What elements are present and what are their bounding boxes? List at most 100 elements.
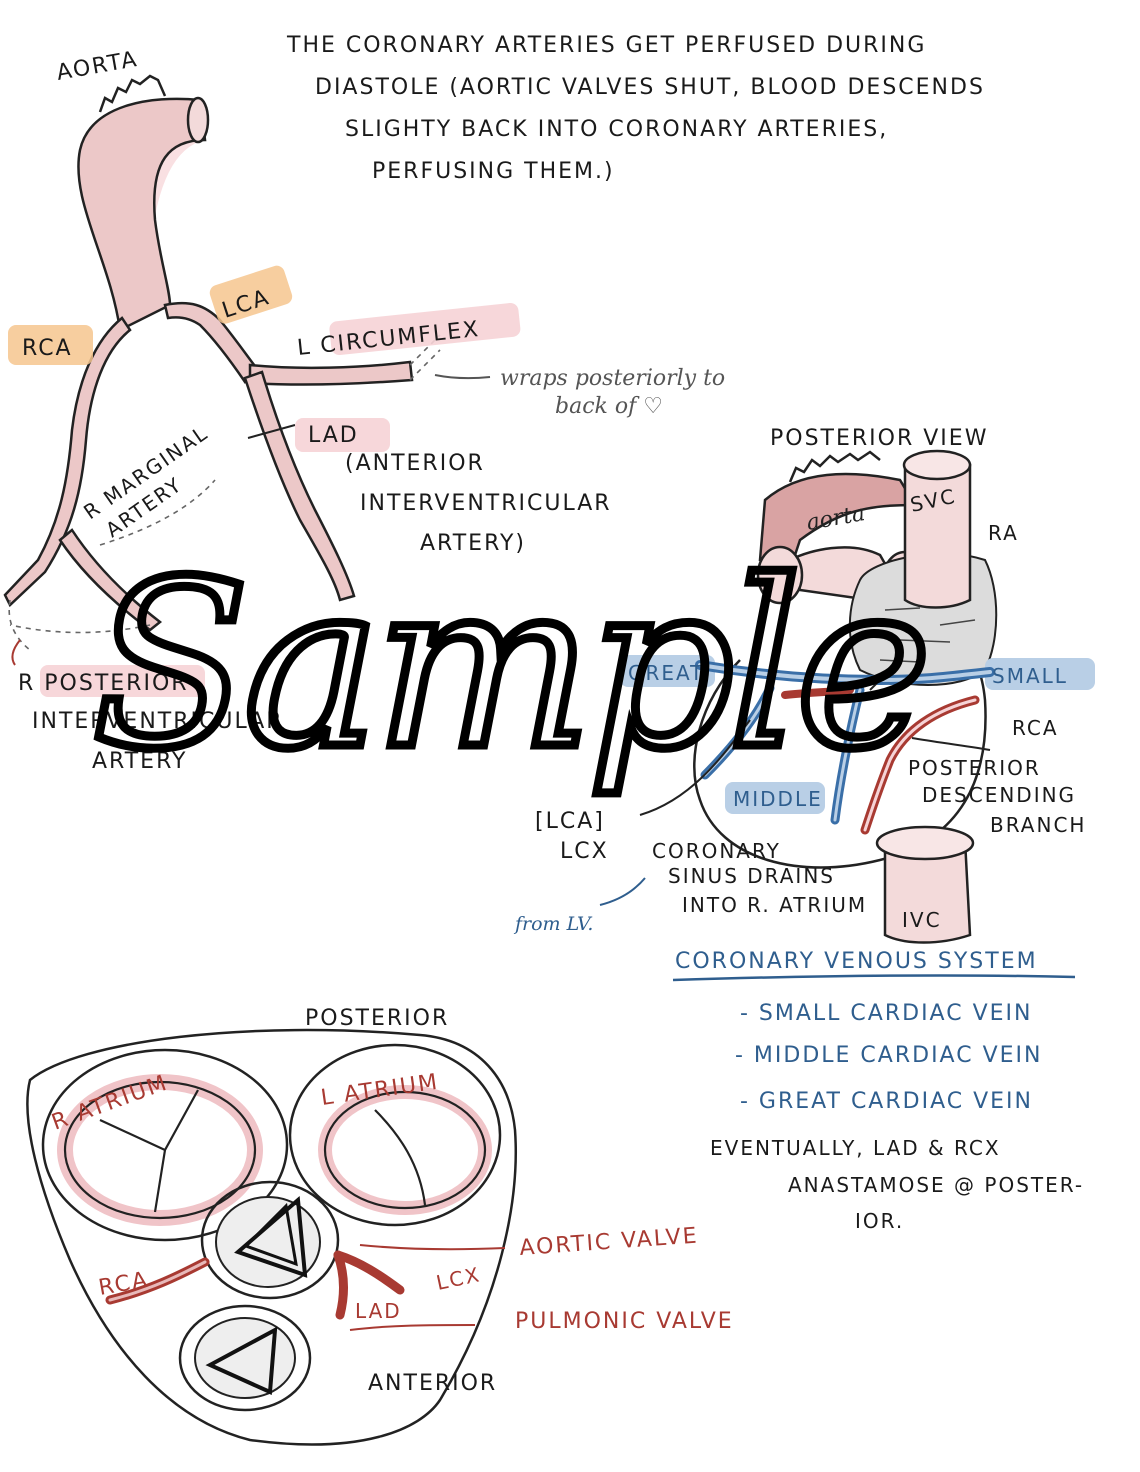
lca-highlight xyxy=(209,265,293,324)
valve-cross-section: POSTERIOR R ATRIUM L ATRIUM AORTIC VALVE xyxy=(26,1006,734,1446)
anastomose-line-1: EVENTUALLY, LAD & RCX xyxy=(710,1136,1001,1160)
venous-item-small: - SMALL CARDIAC VEIN xyxy=(740,1001,1032,1026)
aortic-arch xyxy=(77,97,207,332)
sinus-arrow xyxy=(869,664,896,691)
lad-pointer xyxy=(247,424,296,439)
lcx-pointer xyxy=(639,719,751,816)
ivc-opening xyxy=(875,825,975,861)
rca-label: RCA xyxy=(22,336,73,361)
anterior-coronary-tree xyxy=(3,74,491,666)
from-lv-pointer xyxy=(599,877,646,906)
pulmonic-valve-leaflets xyxy=(205,1326,278,1395)
middle-label: MIDDLE xyxy=(733,787,823,811)
mitral-leaflet xyxy=(374,1109,427,1206)
pdb-line-1: POSTERIOR xyxy=(908,756,1041,780)
venous-item-middle: - MIDDLE CARDIAC VEIN xyxy=(735,1043,1042,1068)
posterior-view: POSTERIOR VIEW xyxy=(513,426,1095,944)
circumflex-vessel xyxy=(248,360,414,386)
pulmonary-vessel-left xyxy=(756,545,804,605)
r-posterior-highlight xyxy=(40,665,205,697)
posterior-descending-core xyxy=(863,698,977,832)
aorta-branches xyxy=(98,74,167,113)
lad-section-artery xyxy=(333,1250,348,1320)
heart-base-outline xyxy=(26,1028,517,1446)
l-atrium-label: L ATRIUM xyxy=(319,1070,440,1111)
pdb-line-3: BRANCH xyxy=(990,813,1086,837)
from-lv-label: from LV. xyxy=(513,913,593,935)
venous-item-great: - GREAT CARDIAC VEIN xyxy=(740,1089,1033,1114)
ivc-label: IVC xyxy=(902,908,942,932)
venous-heading: CORONARY VENOUS SYSTEM xyxy=(675,949,1038,974)
sinus-line-1: CORONARY xyxy=(652,839,781,863)
ivc-vessel xyxy=(883,838,972,944)
rca-highlight xyxy=(8,325,93,365)
lad-highlight xyxy=(295,418,390,452)
wraps-note-line-1: wraps posteriorly to xyxy=(500,366,725,391)
mitral-valve xyxy=(323,1090,487,1210)
rca-pointer xyxy=(911,737,991,751)
middle-vein-core xyxy=(833,688,862,822)
lcx-artery xyxy=(781,686,854,699)
aorta-opening xyxy=(186,96,210,144)
small-highlight xyxy=(985,658,1095,690)
wraps-note-line-2: back of ♡ xyxy=(555,394,663,419)
tricuspid-valve xyxy=(63,1080,257,1220)
lcx-posterior-label: LCX xyxy=(560,839,609,864)
aortic-valve-leaflets-inner xyxy=(243,1202,298,1267)
pdb-line-2: DESCENDING xyxy=(922,783,1076,807)
sinus-line-2: SINUS DRAINS xyxy=(668,864,835,888)
posterior-pointer xyxy=(11,639,21,666)
title-line-2: DIASTOLE (AORTIC VALVES SHUT, BLOOD DESC… xyxy=(315,75,985,100)
marginal-dashes xyxy=(99,479,216,546)
anastomose-line-3: IOR. xyxy=(855,1209,904,1233)
tricuspid-leaflets xyxy=(99,1089,199,1213)
title-line-3: SLIGHTY BACK INTO CORONARY ARTERIES, xyxy=(345,117,888,142)
aortic-valve-outer xyxy=(200,1180,340,1300)
rca-section-label: RCA xyxy=(97,1268,151,1301)
title-line-1: THE CORONARY ARTERIES GET PERFUSED DURIN… xyxy=(286,33,926,58)
circumflex-dashes-2 xyxy=(409,349,441,381)
venous-system-list: CORONARY VENOUS SYSTEM - SMALL CARDIAC V… xyxy=(672,949,1084,1233)
great-label: GREAT xyxy=(628,661,704,685)
circumflex-dashes xyxy=(409,334,441,366)
svc-vessel xyxy=(903,463,972,609)
coronary-sinus-core xyxy=(698,663,992,683)
heart-outline xyxy=(693,653,987,869)
valve-posterior-label: POSTERIOR xyxy=(305,1006,449,1031)
aortic-valve-pointer xyxy=(359,1244,506,1251)
lad-label: LAD xyxy=(308,423,359,448)
valve-anterior-label: ANTERIOR xyxy=(368,1371,497,1396)
r-posterior-branch xyxy=(58,528,163,632)
lca-bracket-label: [LCA] xyxy=(535,809,605,834)
r-posterior-line-3: ARTERY xyxy=(92,749,187,774)
aorta-label: AORTA xyxy=(55,47,141,86)
rca-posterior-label: RCA xyxy=(1012,716,1059,740)
anastomose-line-2: ANASTAMOSE @ POSTER- xyxy=(788,1173,1084,1197)
ra-label: RA xyxy=(988,521,1019,545)
pulmonic-valve-outer xyxy=(178,1304,312,1412)
r-posterior-line-1: R POSTERIOR xyxy=(18,671,189,696)
sample-watermark: Sample xyxy=(92,533,926,800)
lcx-section-label: LCX xyxy=(434,1262,483,1295)
posterior-dashes xyxy=(9,624,151,634)
sinus-line-3: INTO R. ATRIUM xyxy=(682,893,867,917)
title-block: THE CORONARY ARTERIES GET PERFUSED DURIN… xyxy=(286,33,985,184)
lad-desc-line-1: (ANTERIOR xyxy=(345,451,485,476)
r-posterior-line-2: INTERVENTRICULAR xyxy=(32,709,284,734)
atrium-hatching xyxy=(879,589,976,663)
pulmonic-valve-label: PULMONIC VALVE xyxy=(515,1309,734,1334)
rca-dashes xyxy=(8,599,31,651)
small-label: SMALL xyxy=(992,664,1068,688)
pulmonic-valve-pointer xyxy=(349,1324,476,1331)
wraps-pointer xyxy=(434,374,491,380)
posterior-view-heading: POSTERIOR VIEW xyxy=(770,426,988,451)
pulmonic-valve-inner xyxy=(194,1317,296,1399)
l-atrium-outer xyxy=(288,1043,502,1227)
circumflex-highlight xyxy=(329,302,521,356)
lcx-section-artery xyxy=(333,1250,405,1295)
lad-vessel xyxy=(243,370,356,602)
svc-opening xyxy=(902,449,972,481)
rca-section-core xyxy=(108,1260,207,1302)
